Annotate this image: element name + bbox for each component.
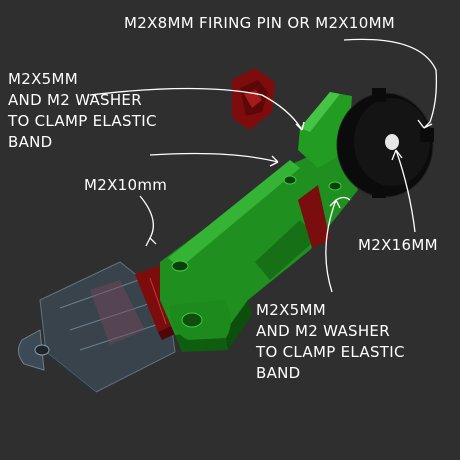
- arrow-m2x5-bot: [325, 196, 351, 293]
- black-housing: [336, 88, 434, 198]
- green-arm: [160, 92, 358, 352]
- label-m2x5-bottom-line-1: M2X5MM: [256, 301, 326, 319]
- arrow-firing-pin: [343, 38, 438, 129]
- label-m2x5-bottom-line-4: BAND: [256, 364, 301, 382]
- label-m2x5-top-line-4: BAND: [8, 133, 53, 151]
- label-m2x5-top: M2X5MM AND M2 WASHER TO CLAMP ELASTIC BA…: [8, 69, 157, 153]
- label-m2x5-top-line-3: TO CLAMP ELASTIC: [8, 112, 157, 130]
- label-m2x5-bottom-line-2: AND M2 WASHER: [256, 322, 390, 340]
- arrow-m2x16: [391, 149, 416, 233]
- label-m2x10: M2X10mm: [84, 176, 168, 194]
- label-m2x5-top-line-1: M2X5MM: [8, 70, 78, 88]
- label-m2x5-top-line-2: AND M2 WASHER: [8, 91, 142, 109]
- annotation-strokes: [89, 38, 438, 293]
- gray-mount: [18, 261, 176, 398]
- label-m2x16: M2X16MM: [358, 236, 438, 254]
- arrow-m2x10: [139, 195, 157, 247]
- arrow-m2x5-top-b: [149, 152, 279, 167]
- arrow-m2x5-top: [89, 87, 305, 131]
- label-m2x5-bottom-line-3: TO CLAMP ELASTIC: [256, 343, 405, 361]
- label-m2x5-bottom: M2X5MM AND M2 WASHER TO CLAMP ELASTIC BA…: [256, 300, 405, 384]
- label-firing-pin: M2X8MM FIRING PIN OR M2X10MM: [124, 14, 396, 32]
